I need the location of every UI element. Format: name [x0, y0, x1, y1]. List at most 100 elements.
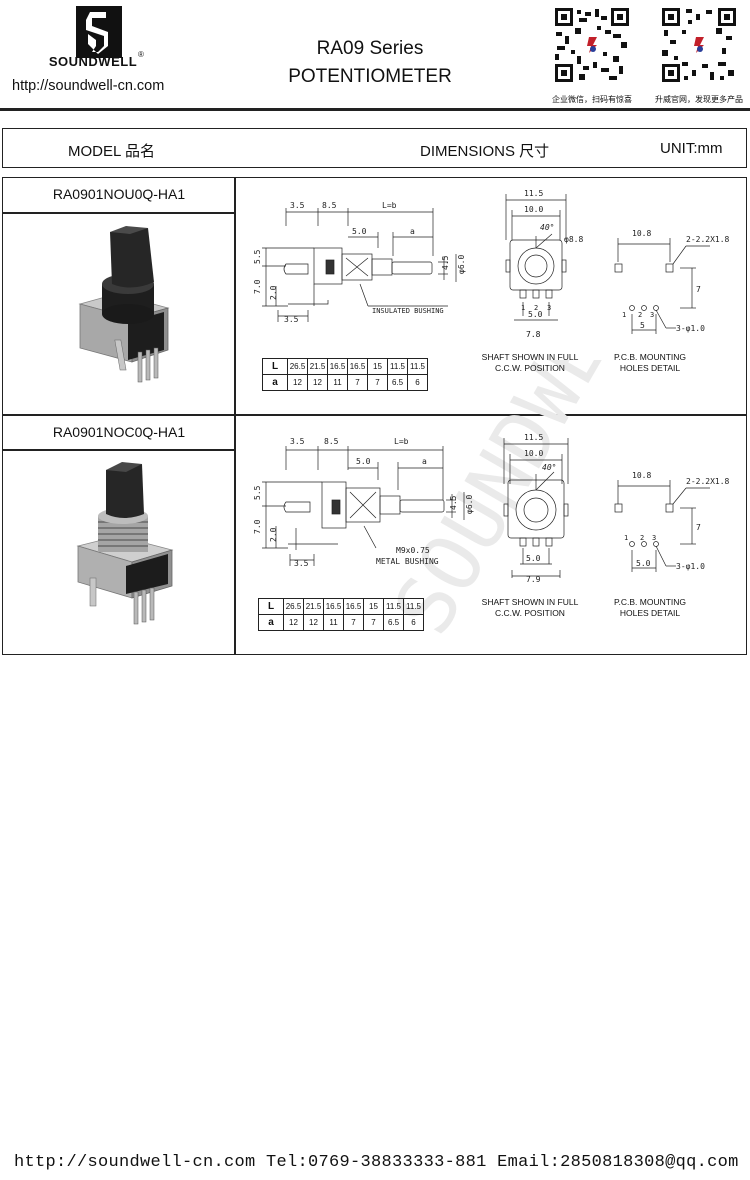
front-dim-5-0: 5.0	[526, 554, 541, 563]
table-cell: 11.5	[383, 598, 404, 615]
dim-L-b: L=b	[382, 201, 397, 210]
soundwell-logo	[76, 6, 122, 58]
brand-name: SOUNDWELL	[48, 54, 138, 69]
pcb-dim-5-0: 5.0	[636, 559, 651, 568]
table-cell: 16.5	[323, 598, 344, 615]
front-dim-11-5: 11.5	[524, 189, 543, 198]
caption-pcb-1: P.C.B. MOUNTING HOLES DETAIL	[590, 352, 710, 374]
pcb-dim-7: 7	[696, 285, 701, 294]
dim-5-5: 5.5	[253, 249, 262, 264]
pin-2: 2	[534, 304, 538, 312]
qr-wechat-caption: 企业微信，扫码有惊喜	[552, 95, 632, 104]
header-divider	[0, 108, 750, 111]
dim-phi-6: φ6.0	[465, 495, 474, 514]
front-view-drawing-1: 11.5 10.0 40° φ8.8 1 2 3 5.0	[490, 186, 590, 321]
pcb-drawing-1: 10.8 2-2.2X1.8 7 1 2 3 5 3-φ1.0	[600, 222, 745, 342]
pcb-pin-1: 1	[622, 311, 626, 319]
caption-line: SHAFT SHOWN IN FULL	[481, 352, 579, 362]
series-title: RA09 Series	[316, 38, 424, 59]
dim-3-5: 3.5	[290, 437, 305, 446]
pcb-dim-10-8: 10.8	[632, 471, 651, 480]
pcb-pin-3: 3	[652, 534, 656, 542]
table-cell: 12	[303, 614, 324, 631]
table-cell: 11.5	[403, 598, 424, 615]
dim-3-5-bottom: 3.5	[294, 559, 309, 568]
column-divider	[234, 177, 236, 655]
pcb-pin-1: 1	[624, 534, 628, 542]
pcb-holes-3: 3-φ1.0	[676, 324, 705, 333]
row-divider	[2, 414, 747, 416]
header-url[interactable]: http://soundwell-cn.com	[12, 78, 165, 94]
table-cell: 21.5	[307, 358, 328, 375]
pcb-pin-2: 2	[640, 534, 644, 542]
product-photo-2	[72, 460, 182, 640]
table-cell: 11	[323, 614, 344, 631]
table-cell: 11	[327, 374, 348, 391]
table-cell: 12	[307, 374, 328, 391]
front-angle: 40°	[540, 223, 554, 232]
caption-shaft-1: SHAFT SHOWN IN FULL C.C.W. POSITION	[470, 352, 590, 374]
table-cell: 12	[283, 614, 304, 631]
insulated-bushing-label: INSULATED BUSHING	[372, 307, 444, 315]
table-cell: 26.5	[283, 598, 304, 615]
pcb-holes-2: 2-2.2X1.8	[686, 235, 730, 244]
front-view-drawing-2: 11.5 10.0 40° 5.0 7.9	[490, 430, 590, 585]
product-photo-1	[70, 222, 180, 392]
table-cell-a-label: a	[262, 374, 288, 391]
table-header-box	[2, 128, 747, 168]
front-dim-10-0: 10.0	[524, 205, 543, 214]
dim-L-b: L=b	[394, 437, 409, 446]
dim-4-5: 4.5	[441, 255, 450, 270]
dim-5-5: 5.5	[253, 485, 262, 500]
bushing-thread-label: M9x0.75	[396, 546, 430, 555]
table-cell: 15	[363, 598, 384, 615]
dim-a: a	[410, 227, 415, 236]
dim-7-0: 7.0	[253, 279, 262, 294]
caption-line: HOLES DETAIL	[619, 363, 681, 373]
table-cell: 16.5	[347, 358, 368, 375]
table-cell-L-label: L	[262, 358, 288, 375]
dim-7-0: 7.0	[253, 519, 262, 534]
qr-website-caption: 升威官网，发现更多产品	[655, 95, 743, 104]
qr-code-wechat[interactable]	[553, 6, 631, 84]
table-cell: 15	[367, 358, 388, 375]
caption-line: P.C.B. MOUNTING	[613, 597, 687, 607]
pcb-dim-10-8: 10.8	[632, 229, 651, 238]
table-cell: 12	[287, 374, 308, 391]
dim-2-0: 2.0	[269, 285, 278, 300]
unit-label: UNIT:mm	[660, 140, 723, 157]
caption-shaft-2: SHAFT SHOWN IN FULL C.C.W. POSITION	[470, 597, 590, 619]
pcb-pin-2: 2	[638, 311, 642, 319]
pcb-holes-3: 3-φ1.0	[676, 562, 705, 571]
dim-3-5-bottom: 3.5	[284, 315, 299, 324]
row2-name-divider	[2, 449, 235, 451]
caption-line: P.C.B. MOUNTING	[613, 352, 687, 362]
table-cell: 7	[367, 374, 388, 391]
product-table-frame	[2, 177, 747, 655]
front-dim-7-9: 7.9	[526, 575, 541, 584]
caption-line: C.C.W. POSITION	[495, 608, 565, 618]
model-name-1: RA0901NOU0Q-HA1	[52, 186, 186, 202]
table-cell: 11.5	[407, 358, 428, 375]
table-cell: 11.5	[387, 358, 408, 375]
table-cell-L-label: L	[258, 598, 284, 615]
caption-line: HOLES DETAIL	[619, 608, 681, 618]
pcb-holes-2: 2-2.2X1.8	[686, 477, 730, 486]
dim-8-5: 8.5	[322, 201, 337, 210]
front-angle: 40°	[542, 463, 556, 472]
footer-contact: http://soundwell-cn.com Tel:0769-3883333…	[14, 1153, 739, 1172]
front-dim-7-8: 7.8	[526, 330, 541, 339]
dim-2-0: 2.0	[269, 527, 278, 542]
dim-a: a	[422, 457, 427, 466]
table-cell-a-label: a	[258, 614, 284, 631]
table-cell: 6.5	[383, 614, 404, 631]
table-cell: 16.5	[343, 598, 364, 615]
qr-code-website[interactable]	[660, 6, 738, 84]
pin-1: 1	[521, 304, 525, 312]
pcb-dim-5: 5	[640, 321, 645, 330]
table-cell: 6	[403, 614, 424, 631]
caption-pcb-2: P.C.B. MOUNTING HOLES DETAIL	[590, 597, 710, 619]
